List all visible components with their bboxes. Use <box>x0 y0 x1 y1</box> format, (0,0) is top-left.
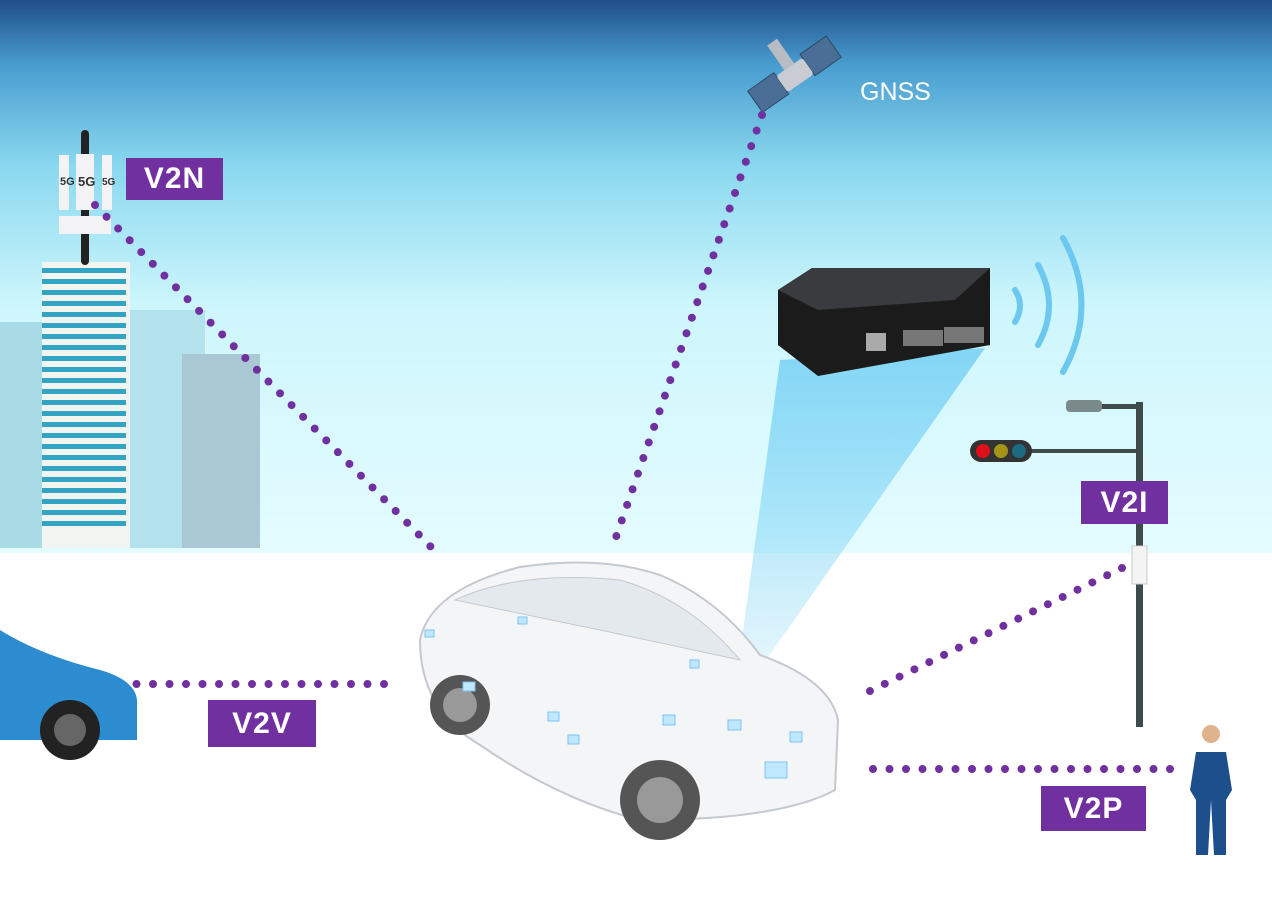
antenna-label: 5G <box>78 174 95 189</box>
v2i-label: V2I <box>1081 481 1168 524</box>
building-window-stripe <box>42 488 126 493</box>
building-window-stripe <box>42 378 126 383</box>
v2n-label: V2N <box>126 158 223 200</box>
building-window-stripe <box>42 499 126 504</box>
connection-lines <box>91 111 1179 773</box>
building-window-stripe <box>42 433 126 438</box>
building-window-stripe <box>42 367 126 372</box>
building-window-stripe <box>42 455 126 460</box>
v2n-link <box>91 201 436 552</box>
building-window-stripe <box>42 356 126 361</box>
traffic-light-icon <box>970 440 1032 462</box>
pedestrian-icon <box>1190 725 1232 855</box>
building-window-stripe <box>42 422 126 427</box>
blue-car-icon <box>0 630 137 760</box>
v2i-link <box>864 564 1126 696</box>
building-window-stripe <box>42 411 126 416</box>
building-window-stripe <box>42 334 126 339</box>
street-light-icon <box>1020 400 1148 727</box>
building-window-stripe <box>42 279 126 284</box>
building-window-stripe <box>42 510 126 515</box>
v2v-label: V2V <box>208 700 316 747</box>
building-window-stripe <box>42 323 126 328</box>
satellite-icon <box>746 35 842 114</box>
building-window-stripe <box>42 290 126 295</box>
building-window-stripe <box>42 389 126 394</box>
city-buildings <box>0 262 260 548</box>
building-window-stripe <box>42 312 126 317</box>
wireless-signal-icon <box>1012 235 1085 375</box>
building-window-stripe <box>42 444 126 449</box>
antenna-label: 5G <box>102 177 116 188</box>
building-window-stripe <box>42 466 126 471</box>
building-window-stripe <box>42 301 126 306</box>
v2x-device-icon <box>778 268 990 376</box>
building-window-stripe <box>42 345 126 350</box>
antenna-label: 5G <box>60 176 75 188</box>
v2p-label: V2P <box>1041 786 1146 831</box>
connected-car-icon <box>418 561 840 840</box>
gnss-label: GNSS <box>860 78 931 106</box>
building-window-stripe <box>42 521 126 526</box>
building-window-stripe <box>42 400 126 405</box>
building-window-stripe <box>42 477 126 482</box>
device-beam <box>735 348 985 690</box>
5g-tower-icon: 5G 5G 5G <box>59 130 116 265</box>
building-window-stripe <box>42 268 126 273</box>
